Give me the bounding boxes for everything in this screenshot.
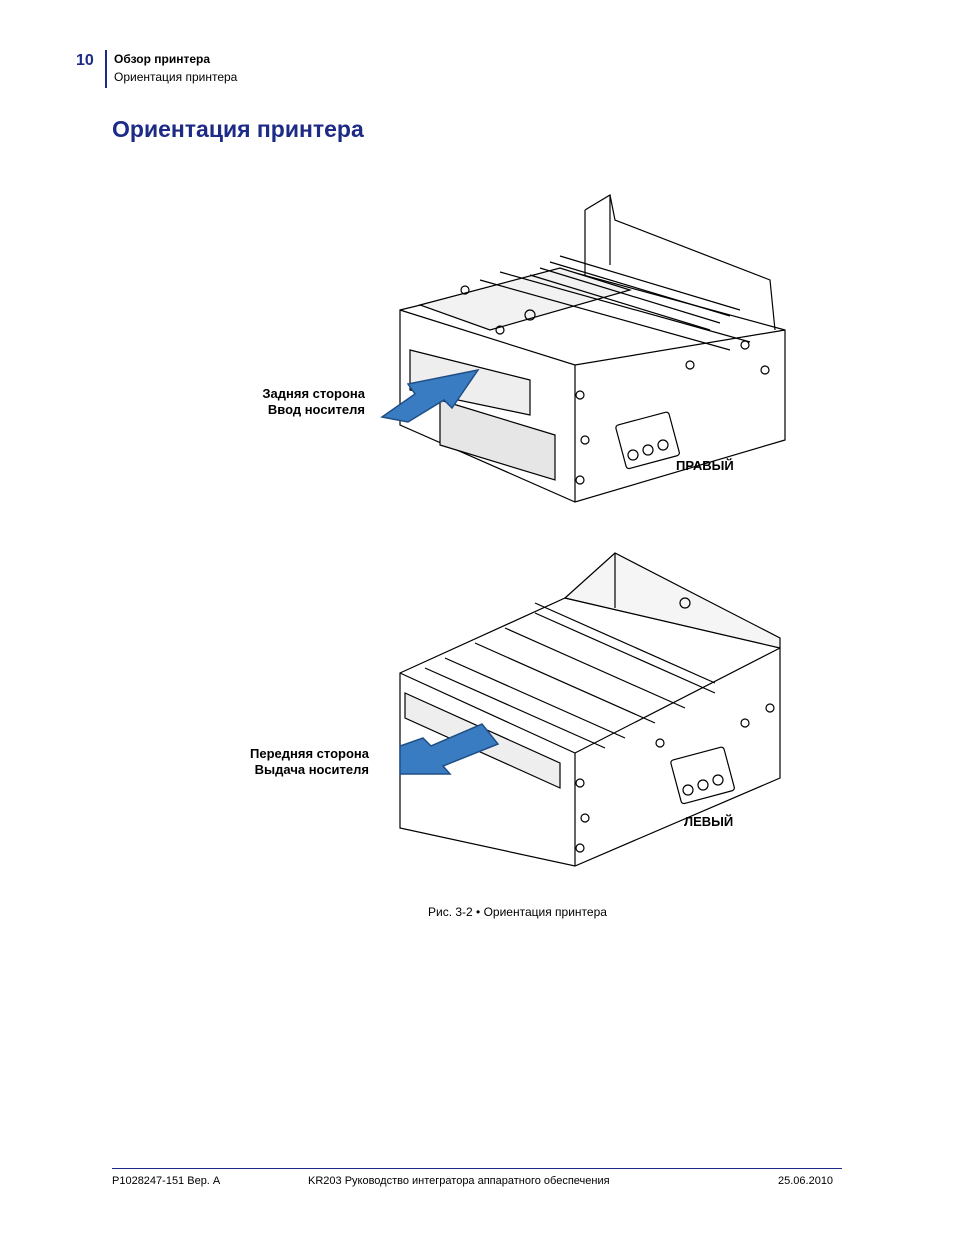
printer-rear-illustration — [399, 194, 786, 503]
front-side-label-line1: Передняя сторона — [250, 746, 369, 761]
printer-front-illustration — [399, 552, 781, 867]
header-divider — [105, 50, 107, 88]
right-side-label: ПРАВЫЙ — [676, 458, 734, 473]
header-section: Обзор принтера — [114, 52, 211, 66]
footer-date: 25.06.2010 — [778, 1175, 834, 1187]
figure-caption: Рис. 3-2 • Ориентация принтера — [428, 905, 607, 919]
front-side-label-line2: Выдача носителя — [254, 762, 369, 777]
rear-input-arrow — [380, 368, 480, 423]
header-subsection: Ориентация принтера — [114, 70, 238, 84]
left-side-label: ЛЕВЫЙ — [684, 814, 734, 829]
footer-doc-title: KR203 Руководство интегратора аппаратног… — [308, 1175, 610, 1187]
front-side-label: Передняя сторона Выдача носителя — [250, 746, 369, 778]
page-title: Ориентация принтера — [112, 116, 364, 142]
page-number: 10 — [76, 52, 94, 69]
rear-side-label: Задняя сторона Ввод носителя — [262, 386, 365, 418]
rear-side-label-line1: Задняя сторона — [262, 386, 365, 401]
footer-doc-number: P1028247-151 Вер. A — [112, 1175, 221, 1187]
footer-divider — [112, 1168, 842, 1169]
rear-side-label-line2: Ввод носителя — [267, 402, 365, 417]
front-output-arrow — [399, 723, 500, 775]
